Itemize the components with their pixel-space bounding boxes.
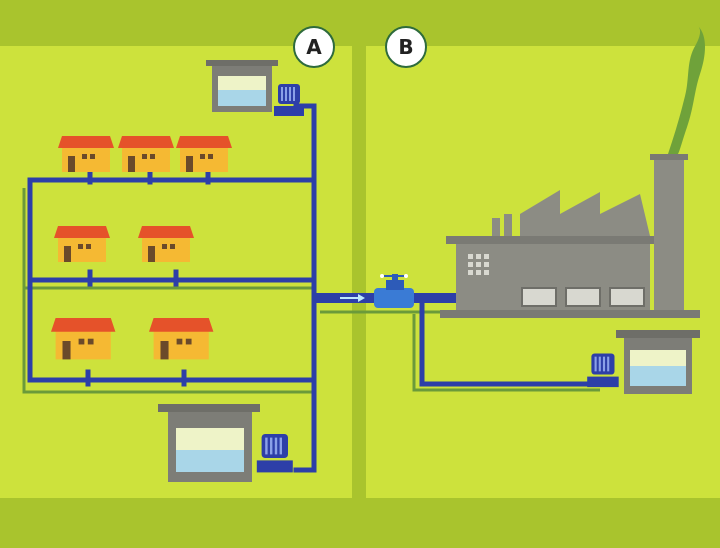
zone-b-badge: B (385, 26, 427, 68)
smoke-icon (668, 26, 705, 154)
house-icon (51, 318, 116, 360)
house-icon (58, 136, 114, 172)
pump-icon (274, 84, 304, 116)
house-icon (176, 136, 232, 172)
water-tank-icon (206, 60, 278, 112)
pump-icon (256, 434, 293, 473)
pipe-network-b (419, 297, 601, 387)
house-icon (54, 226, 110, 262)
bottom-band (0, 498, 720, 548)
top-band (0, 0, 720, 46)
house-icon (118, 136, 174, 172)
zone-a-badge: A (293, 26, 335, 68)
pump-icon (587, 353, 619, 388)
factory-vents (468, 254, 489, 275)
valve-icon (374, 274, 414, 308)
zone-a-label: A (306, 35, 322, 59)
water-tank-icon (158, 404, 260, 482)
water-tank-icon (616, 330, 700, 394)
flow-arrow-icon (340, 294, 365, 302)
zone-b-label: B (398, 35, 413, 59)
pipe-shadows (22, 188, 600, 394)
house-icon (149, 318, 214, 360)
pipe-network-a (27, 103, 317, 473)
house-icon (138, 226, 194, 262)
factory-icon (440, 26, 705, 318)
zone-divider (352, 46, 366, 498)
